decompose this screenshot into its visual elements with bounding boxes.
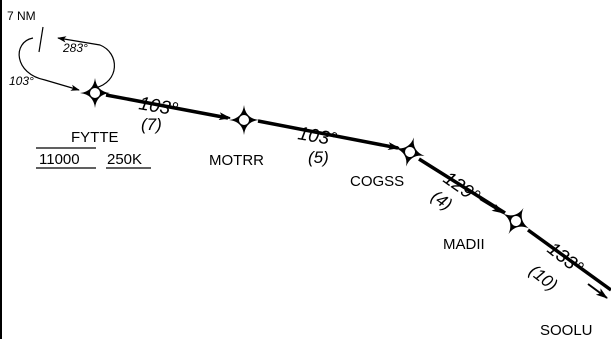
fix-name-soolu: SOOLU [540,322,593,339]
fix-center-icon [405,147,415,157]
leg-cogss-madii [418,157,506,215]
fix-madii-symbol [503,208,529,234]
holding-outbound-leg [57,36,115,89]
holding-inbound-leg [18,37,80,91]
fix-name-cogss: COGSS [350,173,404,190]
leg-distance: (5) [308,148,329,167]
fytte-constraints: 11000 250K [36,147,151,169]
holding-fix-tick [38,26,44,53]
fix-center-icon [239,115,249,125]
fix-cogss-symbol [395,137,425,167]
leg-madii-soolu [526,228,611,292]
holding-pattern: 7 NM 283° 103° [7,9,115,91]
holding-length-label: 7 NM [7,9,36,23]
leg-distance: (7) [141,115,162,134]
leg-fytte-motrr-arrow [194,111,231,121]
leg-motrr-cogss-arrow [359,140,400,150]
holding-outbound-course: 283° [62,41,88,55]
altitude-constraint: 11000 [39,151,80,168]
leg-distance: (10) [526,261,562,295]
fix-center-icon [90,88,100,98]
fix-fytte-symbol [80,78,110,108]
route [105,93,611,299]
leg-madii-soolu-arrow [587,283,608,299]
fix-center-icon [511,216,521,226]
fix-name-fytte: FYTTE [71,129,119,146]
fix-motrr-symbol [229,105,259,135]
fix-name-motrr: MOTRR [209,152,264,169]
holding-inbound-course: 103° [9,74,34,88]
fix-name-madii: MADII [443,236,485,253]
leg-course: 103° [296,123,339,151]
speed-constraint: 250K [107,151,142,168]
leg-cogss-madii-arrow [479,198,504,214]
